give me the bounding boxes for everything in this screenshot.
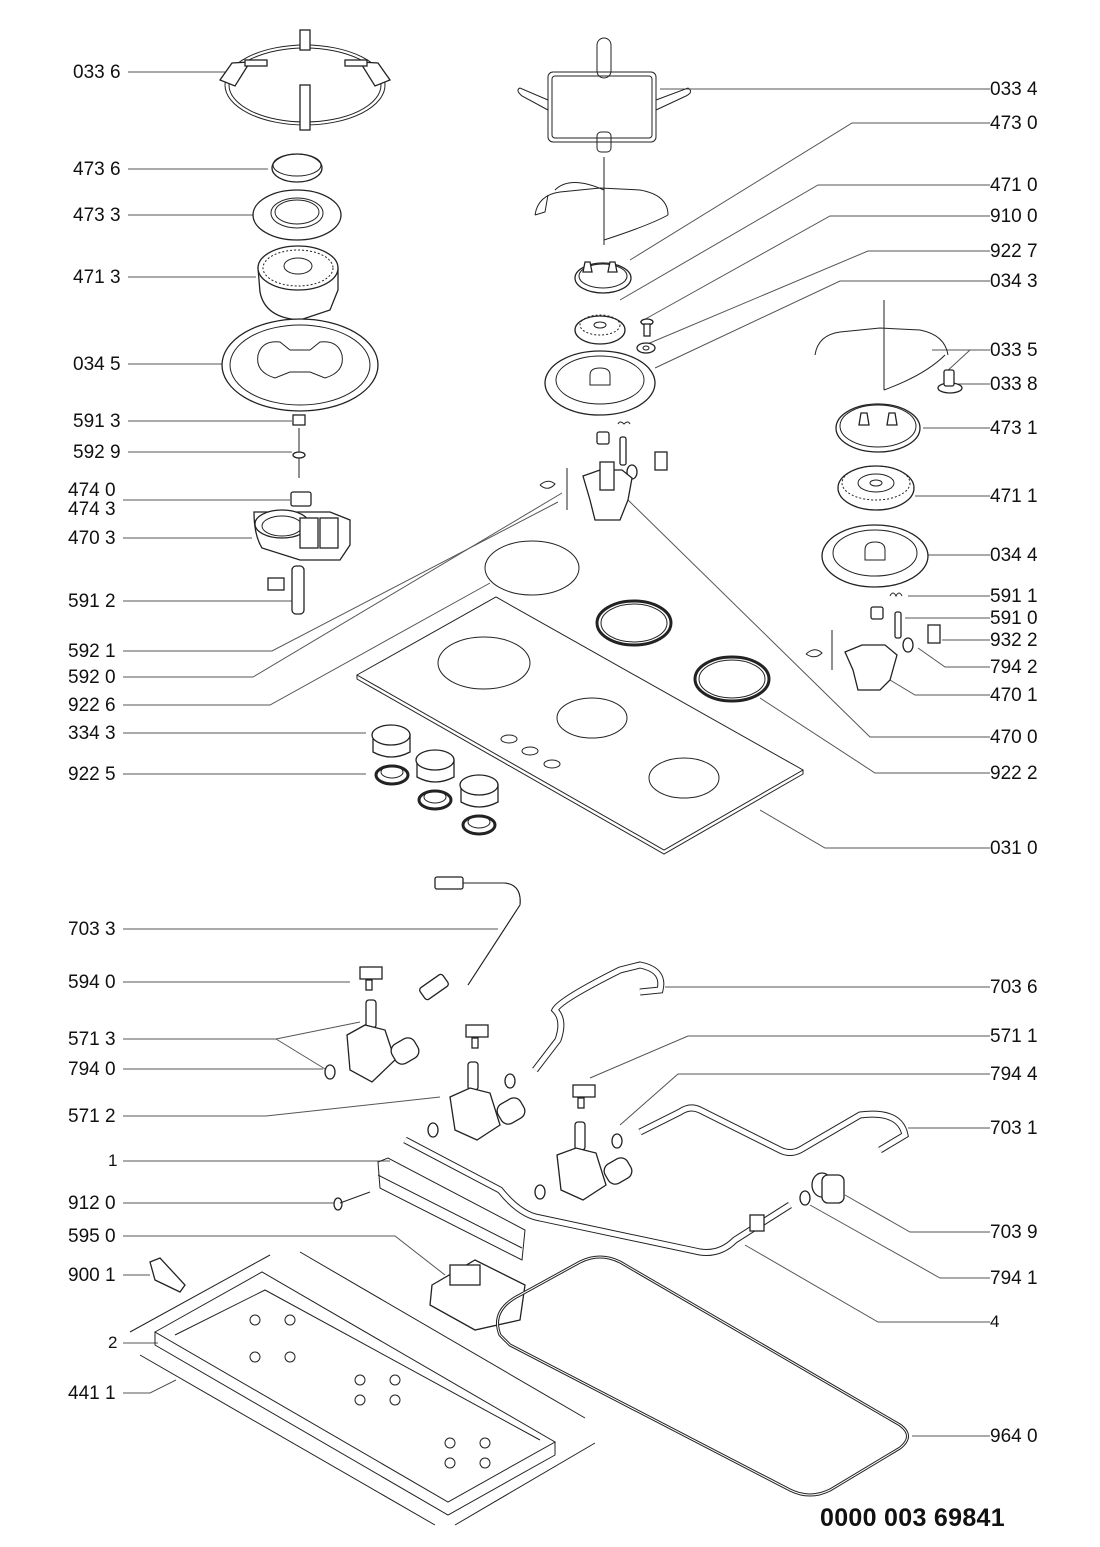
part-label-571-2: 571 2	[68, 1106, 116, 1127]
part-label-932-2: 932 2	[990, 630, 1038, 651]
part-label-334-3: 334 3	[68, 723, 116, 744]
part-label-474-0: 474 0	[68, 480, 116, 501]
burner-body-center	[539, 421, 668, 521]
bolt	[333, 1191, 371, 1211]
part-label-034-5: 034 5	[73, 354, 121, 375]
rectangular-pan-support	[517, 37, 692, 153]
part-label-4: 4	[990, 1312, 1000, 1331]
small-pan-support	[534, 157, 669, 245]
burner-ring	[252, 189, 342, 241]
part-label-594-0: 594 0	[68, 972, 116, 993]
part-label-592-0: 592 0	[68, 667, 116, 688]
burner-plate-center	[544, 350, 656, 416]
part-label-794-0: 794 0	[68, 1059, 116, 1080]
part-label-1: 1	[108, 1151, 118, 1170]
gas-valves	[324, 966, 633, 1201]
document-number: 0000 003 69841	[820, 1504, 1005, 1532]
burner-head-center	[574, 314, 626, 345]
tray-feet	[249, 1314, 491, 1469]
wok-pan-support	[218, 29, 392, 131]
part-label-912-0: 912 0	[68, 1193, 116, 1214]
burner-plate-right	[821, 524, 929, 588]
seal-gasket-964-0	[496, 1255, 909, 1497]
part-label-034-4: 034 4	[990, 545, 1038, 566]
part-label-591-0: 591 0	[990, 608, 1038, 629]
part-label-591-2: 591 2	[68, 591, 116, 612]
part-label-571-3: 571 3	[68, 1029, 116, 1050]
part-label-033-6: 033 6	[73, 62, 121, 83]
part-label-703-9: 703 9	[990, 1222, 1038, 1243]
burner-head-right	[837, 465, 915, 511]
gas-pipe-703-1	[638, 1104, 909, 1156]
wok-burner-head	[257, 245, 339, 321]
burner-cap-center	[574, 261, 632, 294]
ignition-electrode-small	[267, 565, 305, 615]
part-label-591-1: 591 1	[990, 586, 1038, 607]
glass-hob-top	[355, 596, 805, 855]
base-tray	[129, 1251, 596, 1526]
burner-seals	[484, 540, 771, 703]
part-label-922-2: 922 2	[990, 763, 1038, 784]
part-label-034-3: 034 3	[990, 271, 1038, 292]
leader-lines	[123, 71, 990, 1437]
part-label-471-1: 471 1	[990, 486, 1038, 507]
part-label-471-0: 471 0	[990, 175, 1038, 196]
part-label-922-7: 922 7	[990, 241, 1038, 262]
mounting-rail	[377, 1157, 526, 1261]
wok-burner-body	[253, 509, 351, 561]
part-label-473-3: 473 3	[73, 205, 121, 226]
part-label-470-0: 470 0	[990, 727, 1038, 748]
elbow-connector	[799, 1172, 845, 1206]
part-label-033-4: 033 4	[990, 79, 1038, 100]
gas-pipe-703-6	[532, 961, 665, 1073]
part-label-470-3: 470 3	[68, 528, 116, 549]
part-label-441-1: 441 1	[68, 1383, 116, 1404]
part-label-033-5: 033 5	[990, 340, 1038, 361]
burner-cap-small	[271, 153, 323, 183]
part-label-033-8: 033 8	[990, 374, 1038, 395]
washer	[636, 342, 656, 354]
part-label-592-1: 592 1	[68, 641, 116, 662]
part-label-591-3: 591 3	[73, 411, 121, 432]
part-label-794-4: 794 4	[990, 1064, 1038, 1085]
part-label-703-6: 703 6	[990, 977, 1038, 998]
part-label-031-0: 031 0	[990, 838, 1038, 859]
part-label-473-6: 473 6	[73, 159, 121, 180]
pan-support-foot	[937, 369, 963, 394]
part-label-900-1: 900 1	[68, 1265, 116, 1286]
part-label-964-0: 964 0	[990, 1426, 1038, 1447]
part-label-471-3: 471 3	[73, 267, 121, 288]
part-label-922-5: 922 5	[68, 764, 116, 785]
part-label-571-1: 571 1	[990, 1026, 1038, 1047]
part-label-703-1: 703 1	[990, 1118, 1038, 1139]
gas-pipe-main-manifold	[403, 1136, 792, 1256]
part-label-794-2: 794 2	[990, 657, 1038, 678]
part-label-473-1: 473 1	[990, 418, 1038, 439]
part-label-473-0: 473 0	[990, 113, 1038, 134]
ignition-unit	[429, 1259, 526, 1331]
injector-nozzle	[290, 491, 312, 507]
part-label-910-0: 910 0	[990, 206, 1038, 227]
gas-pipe-main-inlet	[419, 876, 521, 1001]
thermocouple-clip	[292, 414, 306, 426]
part-label-474-3: 474 3	[68, 499, 116, 520]
control-knobs	[371, 724, 499, 808]
part-label-794-1: 794 1	[990, 1268, 1038, 1289]
part-label-703-3: 703 3	[68, 919, 116, 940]
burner-body-right	[805, 592, 941, 691]
part-label-2: 2	[108, 1333, 118, 1352]
part-label-922-6: 922 6	[68, 695, 116, 716]
wok-burner-plate	[221, 318, 379, 412]
thermocouple	[292, 428, 306, 478]
small-pan-support-right	[814, 300, 949, 391]
part-label-595-0: 595 0	[68, 1226, 116, 1247]
part-label-470-1: 470 1	[990, 685, 1038, 706]
knob-seals	[374, 764, 497, 836]
burner-cap-right	[835, 403, 921, 453]
fixing-clip	[149, 1257, 186, 1293]
screw	[640, 318, 654, 337]
part-label-592-9: 592 9	[73, 442, 121, 463]
